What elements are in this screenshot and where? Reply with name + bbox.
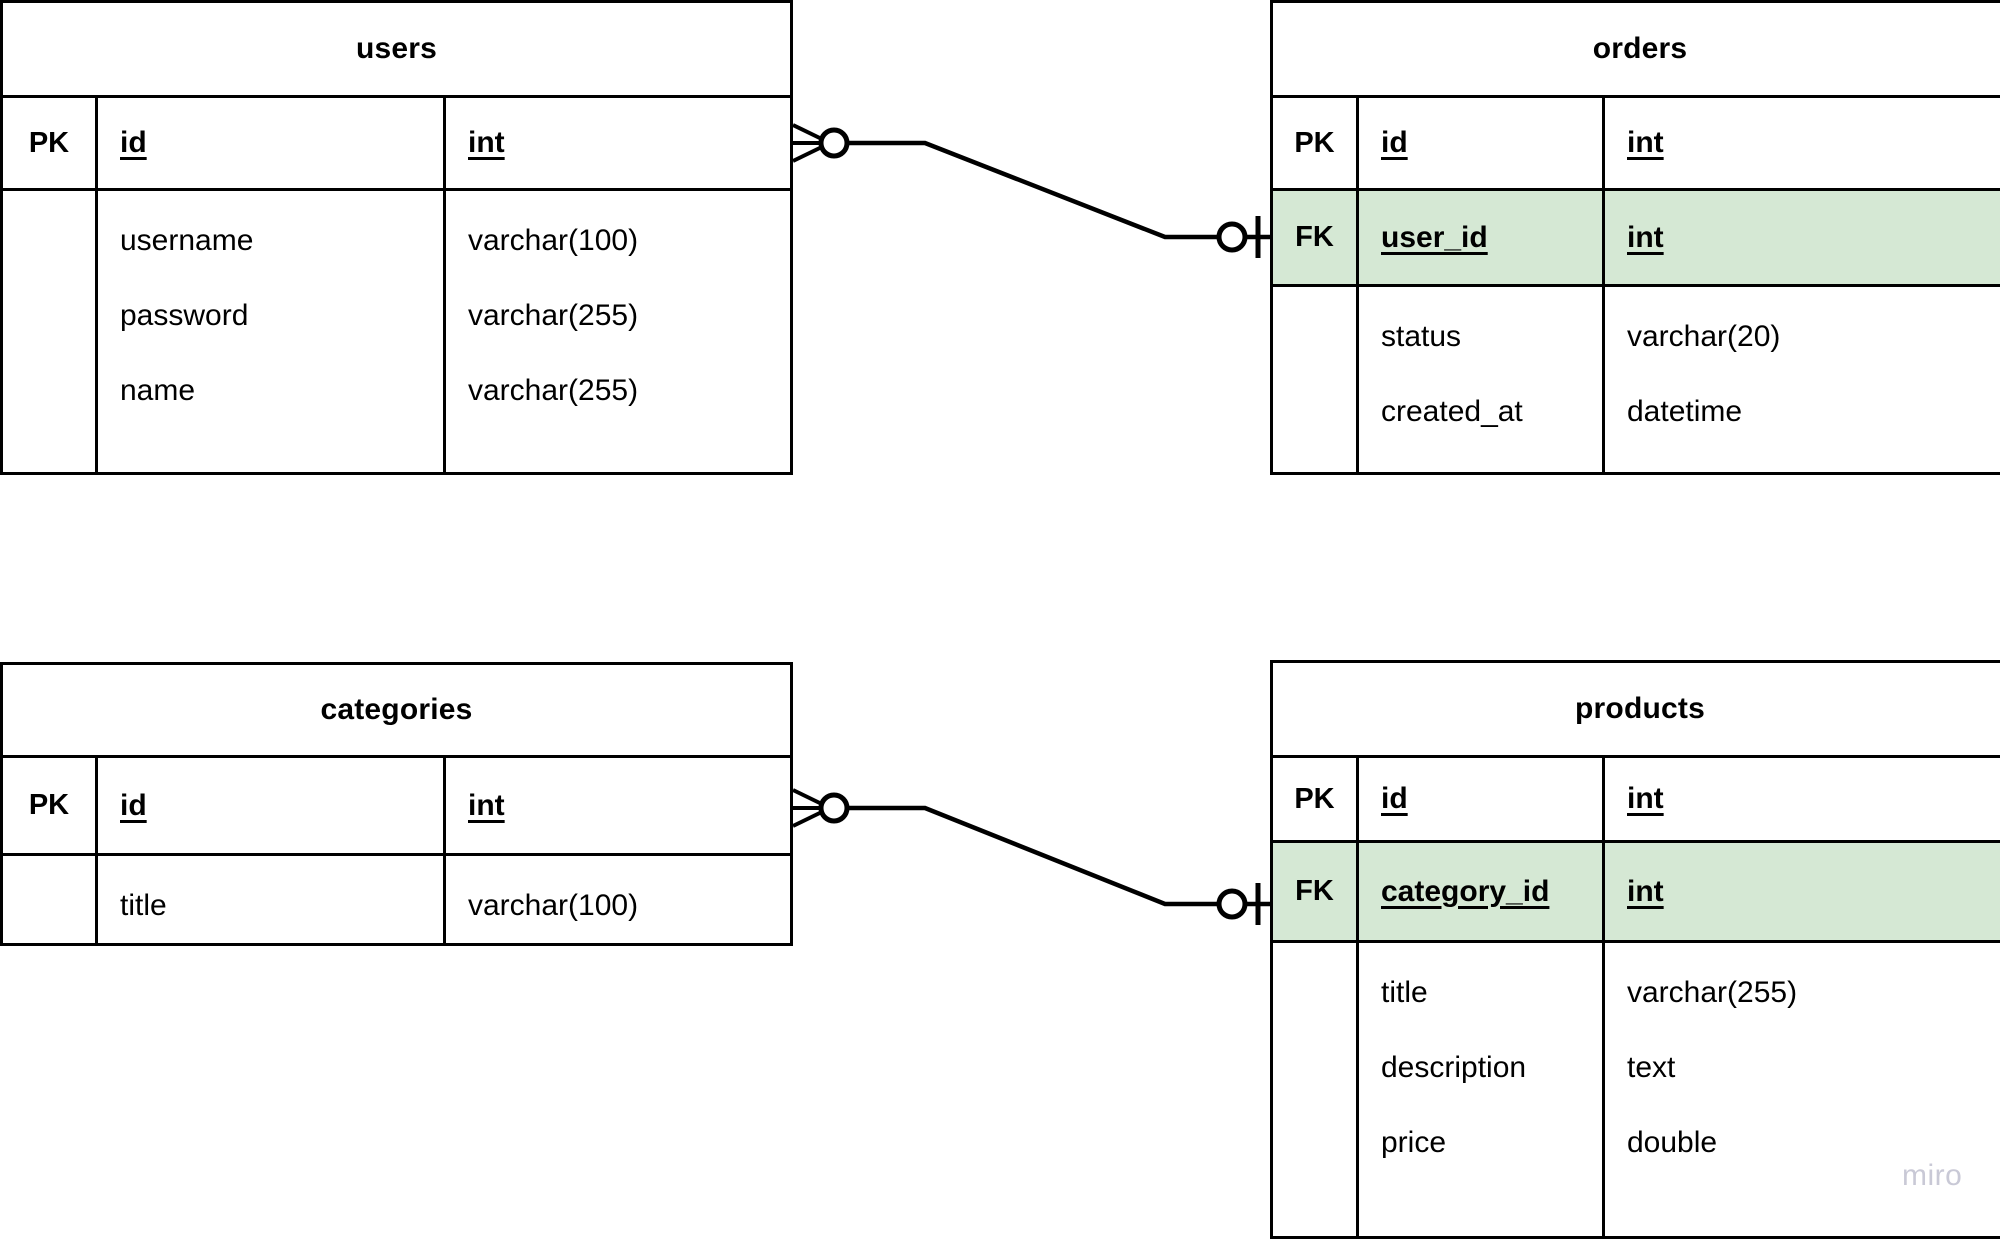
list-item[interactable]: price [1381, 1125, 1447, 1159]
row-field-name: user_id [1359, 191, 1605, 284]
entity-title-categories: categories [3, 665, 790, 758]
crowsfoot-many-icon [792, 788, 831, 828]
list-item-type: varchar(255) [1627, 975, 1798, 1009]
field-type-text: int [468, 126, 505, 159]
table-row[interactable]: PK id int [3, 98, 790, 191]
cardinality-zero-icon [1216, 888, 1248, 920]
attribute-key-column [1273, 287, 1359, 472]
attribute-type-column: varchar(255) text double [1605, 943, 2000, 1236]
field-type-text: int [1627, 874, 1664, 908]
row-field-type: int [446, 758, 790, 853]
relationship-line [847, 805, 1219, 907]
field-name-text: id [120, 126, 147, 159]
attribute-name-column: username password name [98, 191, 446, 472]
list-item[interactable]: created_at [1381, 394, 1523, 428]
list-item[interactable]: title [1381, 975, 1428, 1009]
relationship-line [847, 140, 1219, 240]
row-key-label: FK [1273, 843, 1359, 940]
row-key-label: FK [1273, 191, 1359, 284]
table-row[interactable]: PK id int [1273, 98, 2000, 191]
entity-body-categories: PK id int title varchar(100) [3, 758, 790, 943]
attribute-type-column: varchar(100) [446, 856, 790, 943]
entity-title-users: users [3, 3, 790, 98]
row-field-name: category_id [1359, 843, 1605, 940]
entity-body-products: PK id int FK category_id int [1273, 758, 2000, 1236]
row-field-name: id [1359, 758, 1605, 840]
list-item-type: text [1627, 1050, 1676, 1084]
field-name-text: id [1381, 126, 1408, 159]
row-key-label: PK [1273, 98, 1359, 188]
entity-products[interactable]: products PK id int FK category_id int [1270, 660, 2000, 1239]
field-name-text: category_id [1381, 874, 1550, 908]
table-row-foreign-key[interactable]: FK user_id int [1273, 191, 2000, 287]
list-item-type: varchar(255) [468, 298, 639, 332]
table-row-foreign-key[interactable]: FK category_id int [1273, 843, 2000, 943]
row-key-label: PK [3, 98, 98, 188]
field-type-text: int [468, 788, 505, 822]
field-name-text: user_id [1381, 220, 1488, 254]
attribute-key-column [3, 191, 98, 472]
row-key-label: PK [1273, 758, 1359, 840]
field-name-text: id [120, 788, 147, 822]
list-item-type: varchar(100) [468, 888, 639, 922]
relationship-categories-products[interactable] [792, 788, 1270, 925]
attribute-name-column: status created_at [1359, 287, 1605, 472]
list-item-type: varchar(20) [1627, 319, 1781, 353]
cardinality-zero-icon [1216, 221, 1248, 253]
attribute-type-column: varchar(20) datetime [1605, 287, 2000, 472]
entity-body-orders: PK id int FK user_id int [1273, 98, 2000, 472]
table-row[interactable]: PK id int [3, 758, 790, 856]
list-item[interactable]: username [120, 223, 254, 257]
cardinality-zero-icon [818, 792, 850, 824]
relationship-users-orders[interactable] [792, 123, 1270, 258]
field-type-text: int [1627, 782, 1664, 815]
entity-categories[interactable]: categories PK id int title varchar(100) [0, 662, 793, 946]
field-type-text: int [1627, 126, 1664, 159]
crowsfoot-many-icon [792, 123, 831, 163]
entity-users[interactable]: users PK id int username password name [0, 0, 793, 475]
miro-watermark: miro [1902, 1159, 1963, 1192]
attribute-group-categories: title varchar(100) [3, 856, 790, 943]
attribute-key-column [3, 856, 98, 943]
row-field-type: int [1605, 843, 2000, 940]
attribute-group-orders: status created_at varchar(20) datetime [1273, 287, 2000, 472]
row-field-type: int [1605, 191, 2000, 284]
attribute-key-column [1273, 943, 1359, 1236]
field-name-text: id [1381, 782, 1408, 815]
row-field-name: id [1359, 98, 1605, 188]
list-item[interactable]: status [1381, 319, 1462, 353]
table-row[interactable]: PK id int [1273, 758, 2000, 843]
entity-title-orders: orders [1273, 3, 2000, 98]
list-item[interactable]: description [1381, 1050, 1527, 1084]
list-item[interactable]: password [120, 298, 249, 332]
row-field-name: id [98, 758, 446, 853]
attribute-type-column: varchar(100) varchar(255) varchar(255) [446, 191, 790, 472]
attribute-group-users: username password name varchar(100) varc… [3, 191, 790, 472]
attribute-name-column: title [98, 856, 446, 943]
row-field-name: id [98, 98, 446, 188]
row-key-label: PK [3, 758, 98, 853]
list-item-type: double [1627, 1125, 1718, 1159]
list-item[interactable]: title [120, 888, 167, 922]
entity-orders[interactable]: orders PK id int FK user_id int [1270, 0, 2000, 475]
list-item[interactable]: name [120, 373, 196, 407]
row-field-type: int [1605, 758, 2000, 840]
row-field-type: int [446, 98, 790, 188]
list-item-type: datetime [1627, 394, 1743, 428]
list-item-type: varchar(255) [468, 373, 639, 407]
entity-body-users: PK id int username password name varchar… [3, 98, 790, 472]
attribute-group-products: title description price varchar(255) tex… [1273, 943, 2000, 1236]
row-field-type: int [1605, 98, 2000, 188]
field-type-text: int [1627, 220, 1664, 254]
cardinality-zero-icon [818, 127, 850, 159]
list-item-type: varchar(100) [468, 223, 639, 257]
attribute-name-column: title description price [1359, 943, 1605, 1236]
entity-title-products: products [1273, 663, 2000, 758]
